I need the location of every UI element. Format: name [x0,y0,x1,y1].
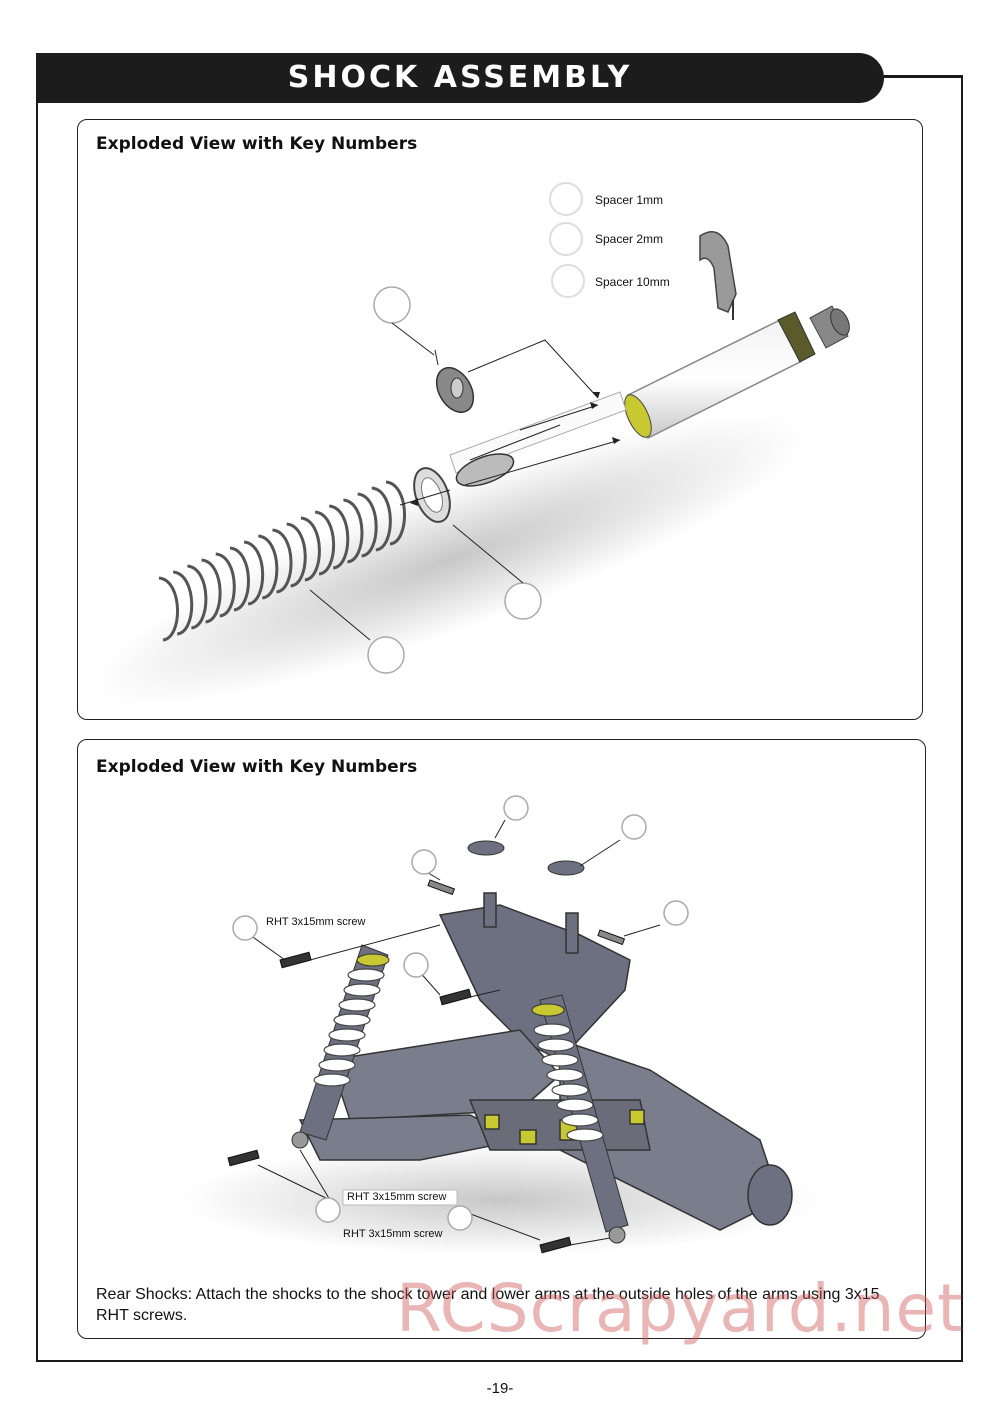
page-number: -19- [486,1380,514,1397]
panel-title-bottom: Exploded View with Key Numbers [96,757,418,777]
spring-cup-icon [435,366,475,414]
spacer-label-2mm: Spacer 2mm [595,232,664,246]
right-shock-icon [531,994,629,1244]
key-callouts [367,286,542,674]
page-title: SHOCK ASSEMBLY [287,60,633,95]
rear-suspension-icon [298,1029,781,1231]
exploded-view-panel-bottom [77,739,926,1339]
panel-title-top: Exploded View with Key Numbers [96,134,418,154]
screw-label-top: RHT 3x15mm screw [266,916,366,928]
screw-label-bottom: RHT 3x15mm screw [343,1228,443,1240]
spring-icon [158,480,406,642]
title-rule [884,75,963,77]
watermark: RCScrapyard.net [396,1270,964,1347]
spacer-key-icons [549,182,585,298]
screw-label-middle: RHT 3x15mm screw [347,1191,447,1203]
spacer-label-1mm: Spacer 1mm [595,193,664,207]
shock-body-icon [624,305,850,440]
screw-icons [227,879,626,1254]
assembly-instructions: Rear Shocks: Attach the shocks to the sh… [96,1286,880,1324]
exploded-view-panel-top [77,119,923,720]
shock-tower-icon [438,892,631,1061]
key-callouts-bottom [232,795,689,1231]
title-bar [36,53,884,103]
rod-end-icon [699,231,737,320]
left-shock-icon [291,944,390,1149]
spacer-label-10mm: Spacer 10mm [595,275,670,289]
